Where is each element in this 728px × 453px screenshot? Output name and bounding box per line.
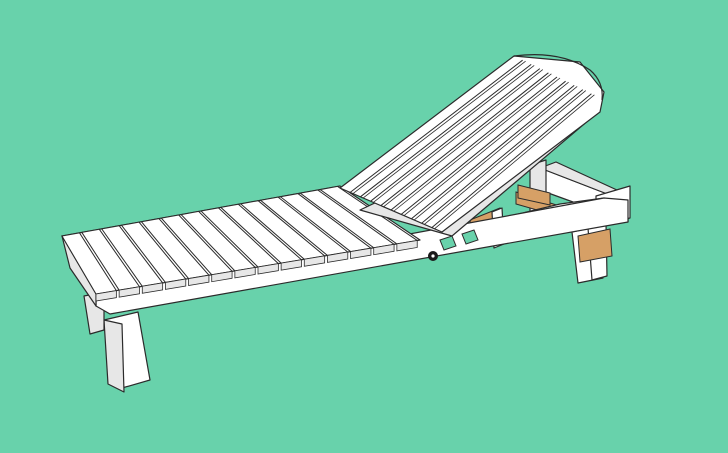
seat-slat-edge [141, 282, 164, 294]
backrest-slat-line [411, 85, 575, 220]
seat-slat-edge [303, 255, 326, 267]
backrest-top-curve [513, 54, 603, 101]
backrest-slat-line [421, 89, 584, 224]
backrest-slat-gap [403, 81, 569, 216]
backrest-slat-gap [383, 73, 552, 207]
seat-slat-edge [234, 266, 256, 279]
backrest-slat-gap [424, 90, 587, 225]
backrest-slat-gap [373, 69, 544, 203]
backrest-slats [349, 54, 603, 229]
seat-slat-edge [188, 274, 210, 287]
backrest-slat-gap [434, 94, 595, 229]
seat-slat-edge [257, 263, 279, 275]
backrest-slat-line [390, 76, 558, 211]
backrest-slat-gap [414, 86, 578, 221]
seat-slat-edge [118, 286, 140, 298]
seat-slat-edge [211, 270, 233, 283]
backrest-slat-line [380, 72, 549, 206]
rail-notch [439, 235, 457, 251]
front-leg-left-side [103, 319, 125, 393]
rail-notch-2 [461, 229, 479, 245]
back-leg-wood-block [577, 228, 613, 263]
seat-slat-edge [350, 247, 372, 260]
seat-slat-edge [327, 251, 349, 263]
seat-slat-edge [165, 278, 187, 290]
backrest-slat-line [349, 59, 523, 193]
support-cleat-far-top [517, 184, 551, 206]
backrest-slat-gap [363, 65, 535, 199]
backrest-slat-line [360, 64, 532, 198]
seat-slat-edge [396, 239, 418, 252]
backrest-slat-line [400, 80, 566, 215]
seat-slat-edge [95, 290, 117, 302]
seat-slat-edge [280, 259, 302, 271]
backrest-slat-line [431, 93, 592, 228]
backrest-slat-line [370, 68, 541, 202]
backrest-slat-gap [352, 60, 526, 194]
seat-slat-edge [373, 243, 395, 256]
seat-slats [61, 185, 419, 302]
backrest-slat-gap [393, 77, 561, 212]
pivot-bolt-hole [431, 254, 435, 258]
